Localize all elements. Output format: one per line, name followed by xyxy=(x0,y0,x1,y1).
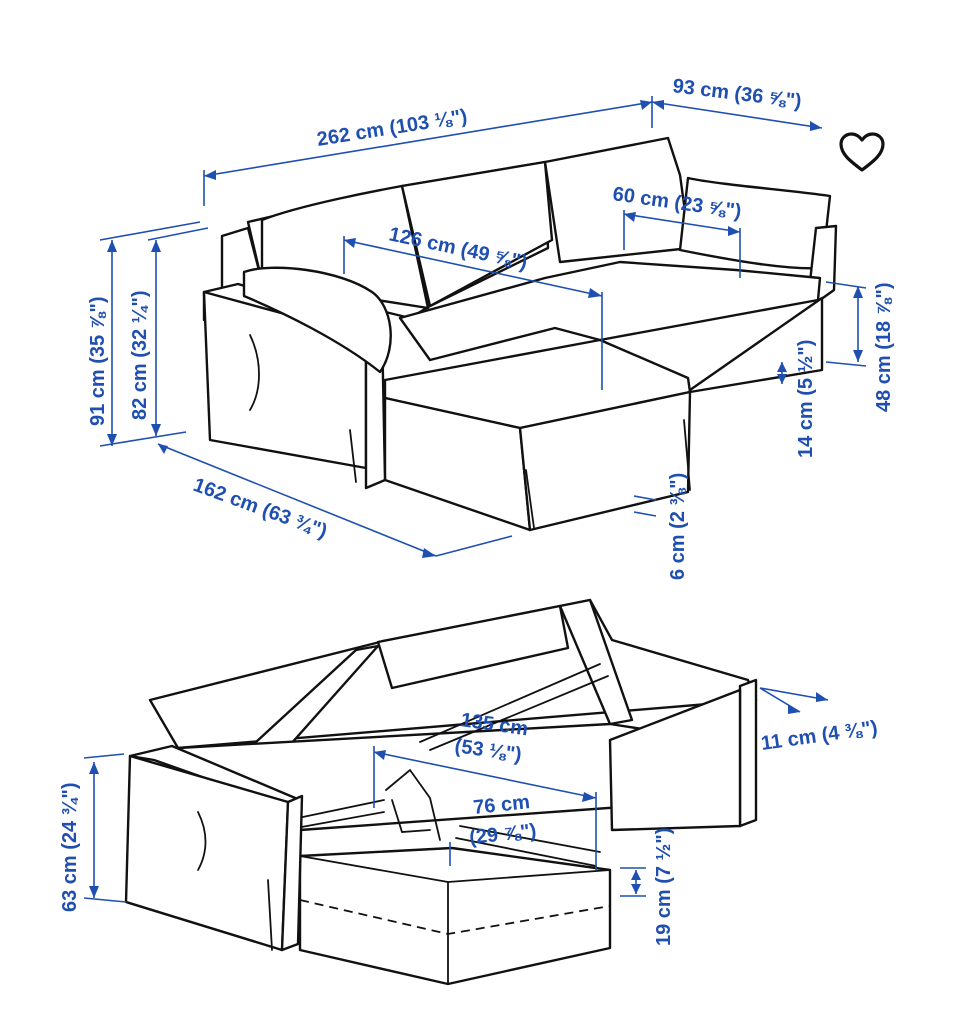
favorite-button[interactable] xyxy=(836,130,888,174)
sofa-illustration-bed xyxy=(124,598,758,986)
label-seat-height: 48 cm (18 ⅞") xyxy=(873,282,895,412)
label-leg-height: 6 cm (2 ⅜") xyxy=(667,473,689,580)
label-chaise-width: 93 cm (36 ⅝") xyxy=(671,75,802,113)
dimension-lines xyxy=(83,96,867,903)
heart-outline-icon xyxy=(839,132,885,172)
sofa-illustration-top xyxy=(202,136,838,532)
label-bed-height: 19 cm (7 ½") xyxy=(653,828,675,946)
label-total-width: 262 cm (103 ⅛") xyxy=(315,105,468,150)
label-armrest-width: 11 cm (4 ⅜") xyxy=(760,717,879,755)
label-back-height: 82 cm (32 ¼") xyxy=(129,290,151,420)
label-storage-height: 63 cm (24 ¾") xyxy=(59,782,81,912)
label-free-height: 14 cm (5 ½") xyxy=(795,340,817,458)
label-total-height: 91 cm (35 ⅞") xyxy=(87,296,109,426)
label-bed-width-2: (29 ⅞") xyxy=(468,820,537,849)
